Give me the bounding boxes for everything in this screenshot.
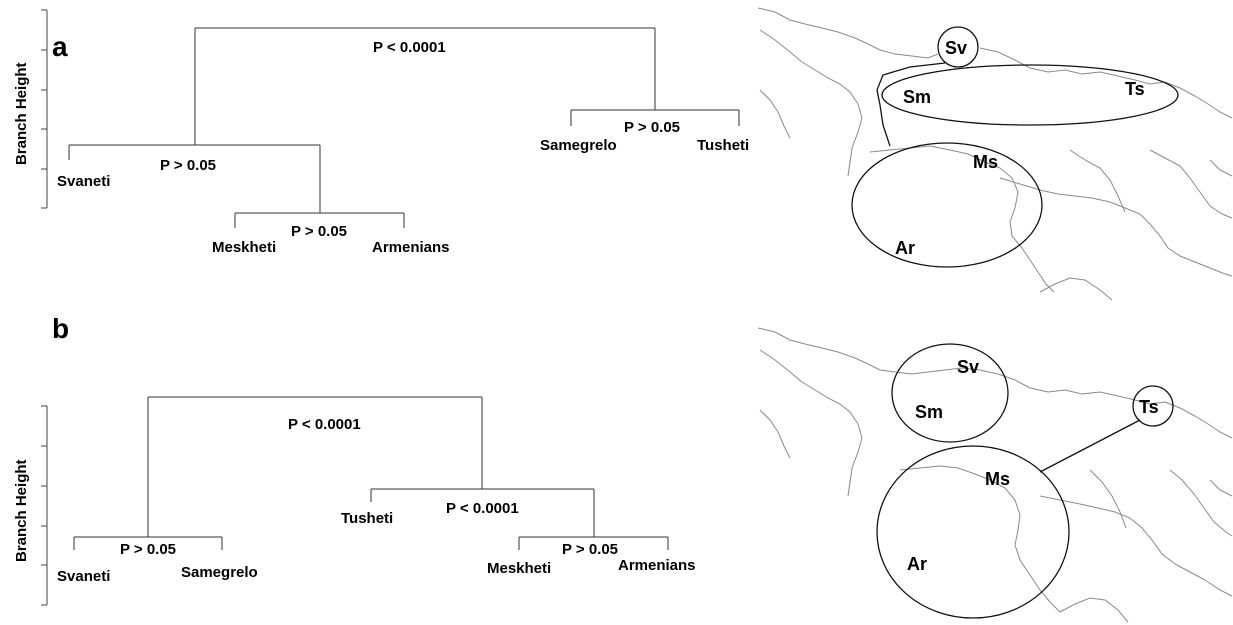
panel-a-map: Sv Sm Ts Ms Ar [757, 7, 1233, 301]
panel-b-leaf-svaneti: Svaneti [57, 568, 110, 585]
panel-b-ellipse-ms-ar [876, 445, 1070, 619]
panel-b-map-borders [757, 327, 1233, 623]
panel-b-map-label-sv: Sv [957, 357, 979, 377]
panel-b-map-label-ar: Ar [907, 554, 927, 574]
panel-b-y-axis [41, 405, 48, 606]
panel-b-pvalue-meskheti-armenians: P > 0.05 [562, 541, 618, 558]
panel-b-connector [1039, 419, 1141, 473]
panel-b-dendrogram: b Branch Height [13, 313, 696, 606]
panel-b-map-label-ms: Ms [985, 469, 1010, 489]
panel-a-leaf-svaneti: Svaneti [57, 173, 110, 190]
panel-a-circle-sv [937, 26, 979, 68]
panel-b-map-label-ts: Ts [1139, 397, 1159, 417]
panel-a-connector [876, 62, 946, 147]
panel-b-pvalue-svaneti-samegrelo: P > 0.05 [120, 541, 176, 558]
panel-a-ellipse-ms-ar [851, 142, 1043, 268]
panel-b-leaf-armenians: Armenians [618, 557, 696, 574]
panel-b-leaf-meskheti: Meskheti [487, 560, 551, 577]
panel-b-leaf-tusheti: Tusheti [341, 510, 393, 527]
panel-a-map-label-sv: Sv [945, 38, 967, 58]
panel-b-pvalue-root: P < 0.0001 [288, 416, 361, 433]
panel-a-map-label-sm: Sm [903, 87, 931, 107]
panel-b-circle-ts [1132, 385, 1174, 427]
panel-a-map-label-ms: Ms [973, 152, 998, 172]
panel-b-ellipse-sv-sm [891, 343, 1009, 443]
panel-a-map-label-ts: Ts [1125, 79, 1145, 99]
panel-b-leaf-samegrelo: Samegrelo [181, 564, 258, 581]
panel-a-y-axis [41, 9, 48, 209]
panel-b-letter: b [52, 313, 69, 344]
panel-a-axis-title: Branch Height [13, 62, 30, 165]
panel-b-map-clusters [876, 343, 1174, 619]
panel-a-map-label-ar: Ar [895, 238, 915, 258]
panel-a-dendrogram: a Branch Height [13, 9, 749, 256]
panel-a-leaf-armenians: Armenians [372, 239, 450, 256]
panel-a-ellipse-sm-ts [881, 64, 1179, 126]
panel-a-leaf-tusheti: Tusheti [697, 137, 749, 154]
panel-a-pvalue-svaneti: P > 0.05 [160, 157, 216, 174]
panel-b-map-label-sm: Sm [915, 402, 943, 422]
panel-a-leaf-meskheti: Meskheti [212, 239, 276, 256]
panel-b-map: Sv Sm Ts Ms Ar [757, 327, 1233, 623]
panel-a-letter: a [52, 31, 68, 62]
panel-a-pvalue-meskheti-armenians: P > 0.05 [291, 223, 347, 240]
panel-a-map-clusters [851, 26, 1179, 268]
panel-b-axis-title: Branch Height [13, 459, 30, 562]
panel-a-branches [68, 27, 740, 228]
panel-a-pvalue-samegrelo-tusheti: P > 0.05 [624, 119, 680, 136]
panel-b-pvalue-tusheti-cluster: P < 0.0001 [446, 500, 519, 517]
panel-a-pvalue-root: P < 0.0001 [373, 39, 446, 56]
panel-b-branches [73, 396, 669, 550]
panel-a-leaf-samegrelo: Samegrelo [540, 137, 617, 154]
